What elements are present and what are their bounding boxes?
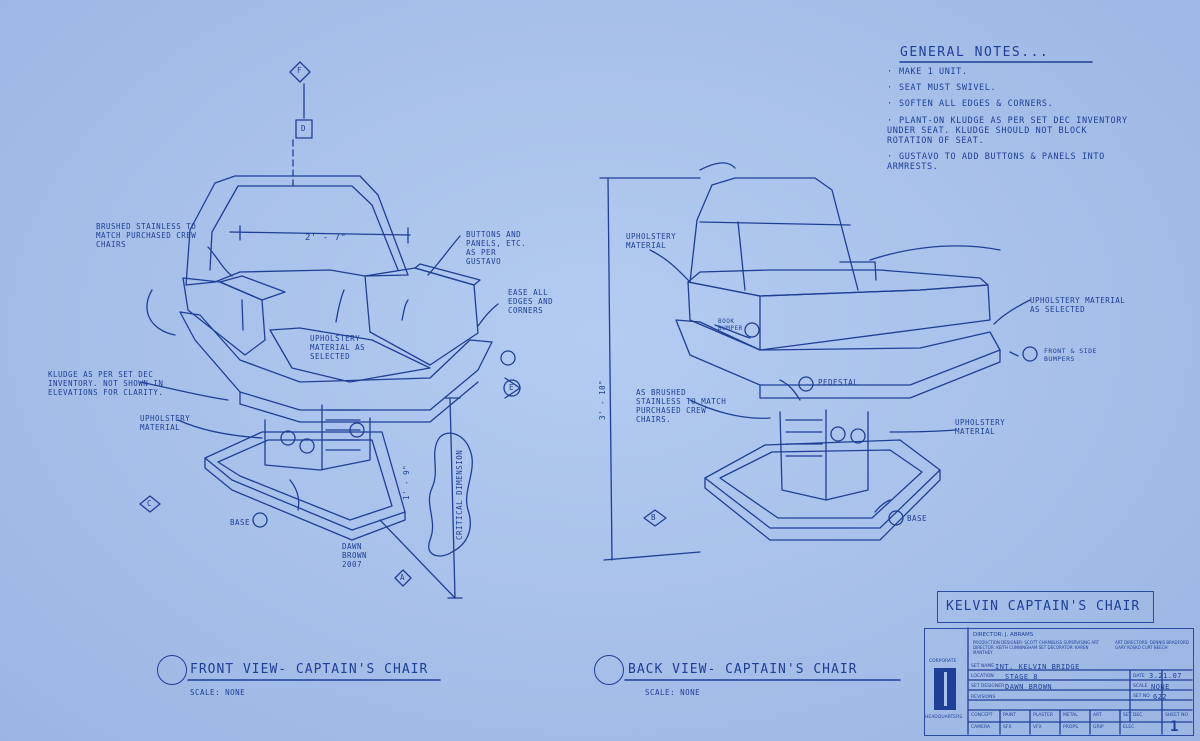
front-brushed-label: BRUSHED STAINLESS TO MATCH PURCHASED CRE… <box>96 222 197 249</box>
back-upholstery-selected-label: UPHOLSTERY MATERIAL AS SELECTED <box>1030 296 1126 314</box>
marker-c: C <box>147 499 153 508</box>
row2-cell: SFX <box>1003 725 1012 730</box>
date-value: 3.21.07 <box>1149 672 1183 680</box>
row1-cell: PAINT <box>1003 713 1016 718</box>
director-credit: Director: J. ABRAMS <box>973 632 1034 638</box>
front-upholstery-label: UPHOLSTERY MATERIAL <box>140 414 191 432</box>
set-name-label: SET NAME <box>971 664 995 669</box>
general-notes-list: ·MAKE 1 UNIT. ·SEAT MUST SWIVEL. ·SOFTEN… <box>887 67 1147 179</box>
back-view-title: BACK VIEW- CAPTAIN'S CHAIR <box>628 662 858 677</box>
logo-bottom-text: HEADQUARTERS <box>925 715 963 720</box>
production-credits: Production Designer: SCOTT CHAMBLISS Sup… <box>973 640 1100 656</box>
front-designer-signature: DAWN BROWN 2007 <box>342 542 368 569</box>
back-view-scale: SCALE: NONE <box>645 688 701 697</box>
row2-cell: ELEC <box>1123 725 1135 730</box>
drawing-title: KELVIN CAPTAIN'S CHAIR <box>946 599 1141 614</box>
front-height-dimension: 1' - 9" <box>402 464 411 500</box>
note-item: ·MAKE 1 UNIT. <box>887 67 968 77</box>
row1-cell: ART <box>1093 713 1102 718</box>
front-kludge-label: KLUDGE AS PER SET DEC INVENTORY. NOT SHO… <box>48 370 164 397</box>
notes-title: GENERAL NOTES... <box>900 45 1050 60</box>
location-label: LOCATION <box>971 674 994 679</box>
set-no-value: 622 <box>1153 693 1168 701</box>
front-view-title: FRONT VIEW- CAPTAIN'S CHAIR <box>190 662 429 677</box>
location-value: STAGE 8 <box>1005 673 1039 681</box>
scale-label: SCALE <box>1133 684 1148 689</box>
row1-cell: SET DEC <box>1123 713 1143 718</box>
note-item: ·SEAT MUST SWIVEL. <box>887 83 997 94</box>
row1-cell: METAL <box>1063 713 1078 718</box>
front-view-scale: SCALE: NONE <box>190 688 246 697</box>
set-name-value: INT. KELVIN BRIDGE <box>995 663 1080 671</box>
back-base-label: BASE <box>907 514 928 523</box>
back-upholstery2-label: UPHOLSTERY MATERIAL <box>955 418 1006 436</box>
art-director-credits: Art Directors: DENNIS BRADFORD GARY KOSK… <box>1115 640 1189 651</box>
front-width-dimension: 2' - 7" <box>305 233 347 243</box>
back-upholstery-label: UPHOLSTERY MATERIAL <box>626 232 677 250</box>
back-height-dimension: 3' - 10" <box>598 379 607 420</box>
marker-f: F <box>297 66 303 75</box>
back-pedestal-label: PEDESTAL <box>818 378 859 387</box>
row2-cell: PROPS <box>1063 725 1078 730</box>
marker-a: A <box>400 573 406 582</box>
note-item: ·SOFTEN ALL EDGES & CORNERS. <box>887 99 1054 110</box>
front-ease-label: EASE ALL EDGES AND CORNERS <box>508 288 554 315</box>
row2-cell: CAMERA <box>971 725 990 730</box>
title-block: CORPORATE HEADQUARTERS Director: J. ABRA… <box>924 628 1194 736</box>
date-label: DATE <box>1133 674 1145 679</box>
front-view-circle <box>157 655 187 685</box>
note-item: ·PLANT-ON KLUDGE AS PER SET DEC INVENTOR… <box>887 115 1128 146</box>
marker-b: B <box>651 513 657 522</box>
row2-cell: GRIP <box>1093 725 1104 730</box>
front-buttons-label: BUTTONS AND PANELS, ETC. AS PER GUSTAVO <box>466 230 527 266</box>
designer-value: DAWN BROWN <box>1005 683 1053 691</box>
revisions-label: REVISIONS <box>971 695 996 700</box>
front-upholstery-selected-label: UPHOLSTERY MATERIAL AS SELECTED <box>310 334 366 361</box>
set-no-label: SET NO <box>1133 694 1150 699</box>
marker-e: E <box>509 383 515 392</box>
front-critical-dimension: CRITICAL DIMENSION <box>455 449 464 540</box>
marker-d: D <box>301 124 307 133</box>
sheet-label: SHEET NO <box>1165 713 1189 718</box>
note-item: ·GUSTAVO TO ADD BUTTONS & PANELS INTO AR… <box>887 152 1105 173</box>
sheet-value: 1 <box>1170 719 1179 735</box>
designer-label: SET DESIGNER <box>971 684 1005 689</box>
row1-cell: CONCEPT <box>971 713 993 718</box>
logo-top-text: CORPORATE <box>929 659 957 664</box>
scale-value: NONE <box>1151 683 1170 691</box>
row1-cell: PLASTER <box>1033 713 1053 718</box>
back-bumpers-label: FRONT & SIDE BUMPERS <box>1044 347 1097 363</box>
back-chair-drawing <box>599 162 1038 561</box>
row2-cell: VFX <box>1033 725 1042 730</box>
back-book-bumper-label: BOOK BUMPER <box>718 318 743 333</box>
back-view-circle <box>594 655 624 685</box>
drawing-title-box: KELVIN CAPTAIN'S CHAIR <box>937 591 1154 623</box>
front-chair-drawing <box>139 61 521 599</box>
front-base-label: BASE <box>230 518 251 527</box>
back-brushed-label: AS BRUSHED STAINLESS TO MATCH PURCHASED … <box>636 388 727 424</box>
